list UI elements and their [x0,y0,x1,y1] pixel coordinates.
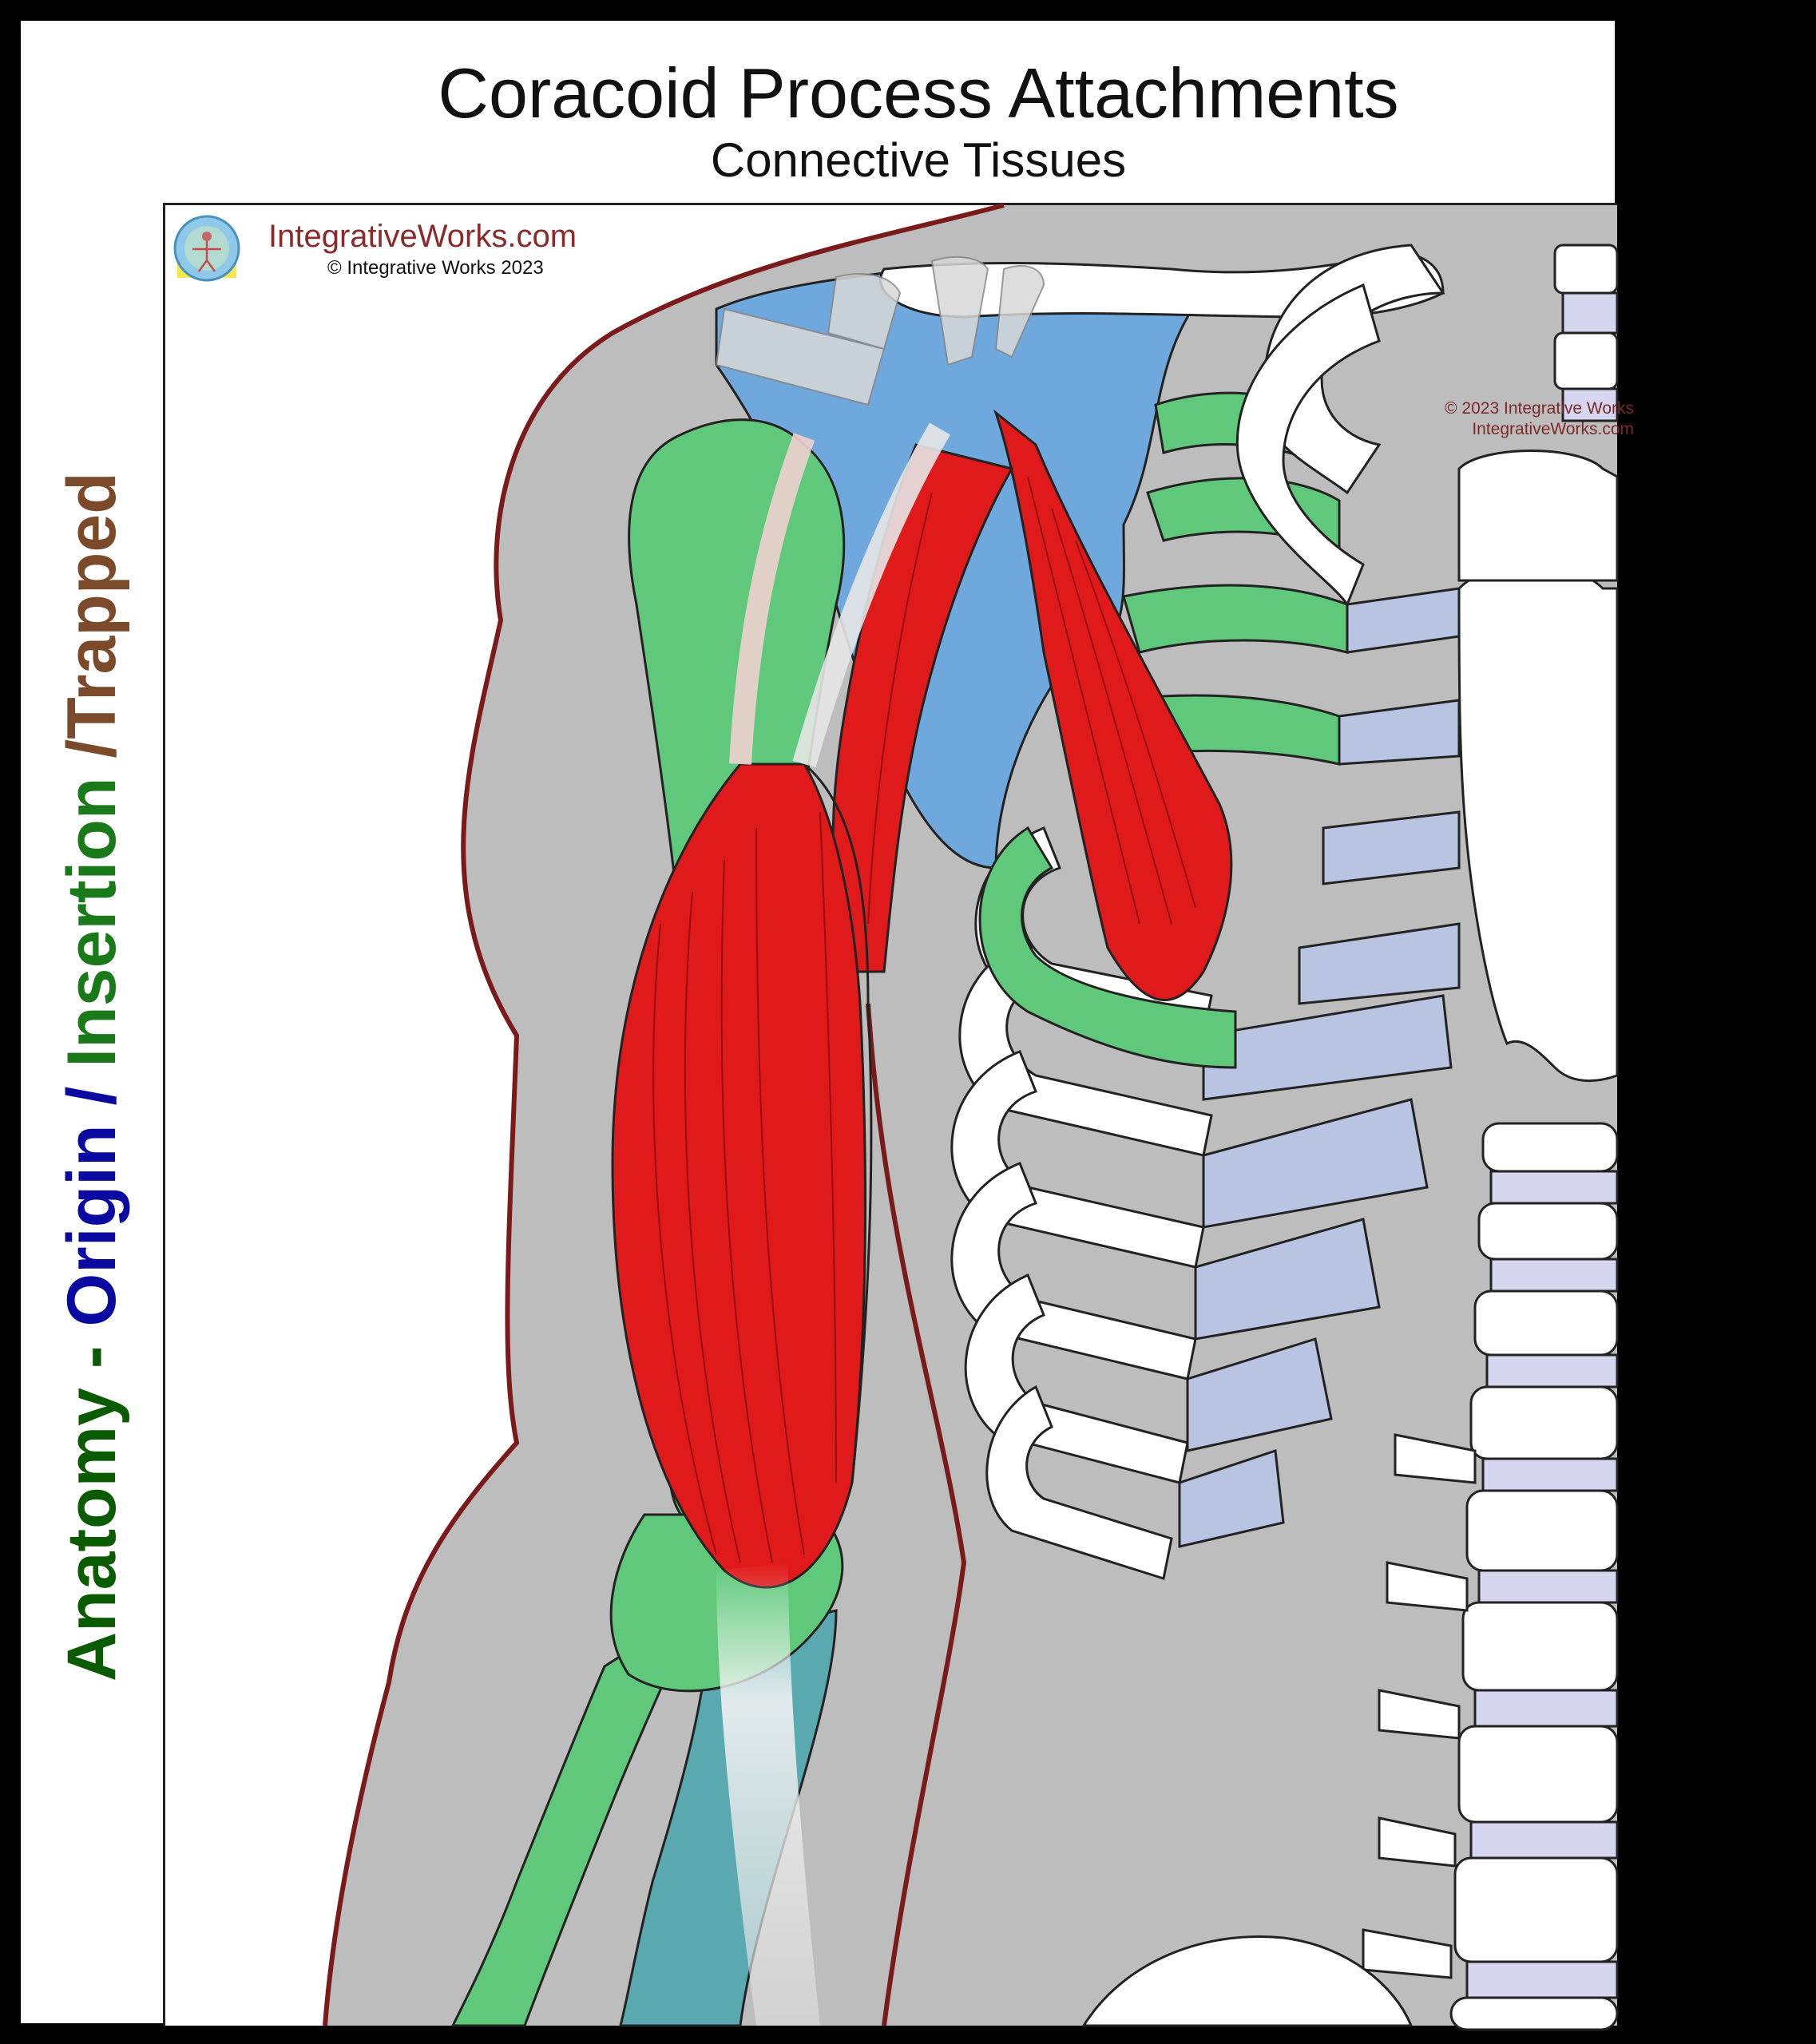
page-subtitle: Connective Tissues [710,133,1127,187]
anatomy-illustration [163,203,1619,2031]
watermark-line1: © 2023 Integrative Works [1445,399,1634,418]
poster: Coracoid Process Attachments Connective … [21,21,1634,2031]
side-title-insertion: Insertion [54,777,130,1068]
side-title-trapped: /Trapped [54,472,130,778]
integrative-works-logo [173,215,240,282]
coracobrachialis-muscle [993,409,1233,1002]
skin-outline [165,205,1004,2026]
side-title: Anatomy - Origin / Insertion /Trapped [53,388,149,1682]
brand-copyright: © Integrative Works 2023 [327,257,544,279]
watermark-line2: IntegrativeWorks.com [1472,420,1634,438]
page-title: Coracoid Process Attachments [438,53,1399,133]
side-title-origin: Origin [54,1124,130,1327]
side-title-anatomy: Anatomy - [54,1326,130,1682]
brand-site: IntegrativeWorks.com [268,219,577,254]
side-title-sep1: / [54,1067,130,1125]
anatomy-svg [165,203,1619,2031]
